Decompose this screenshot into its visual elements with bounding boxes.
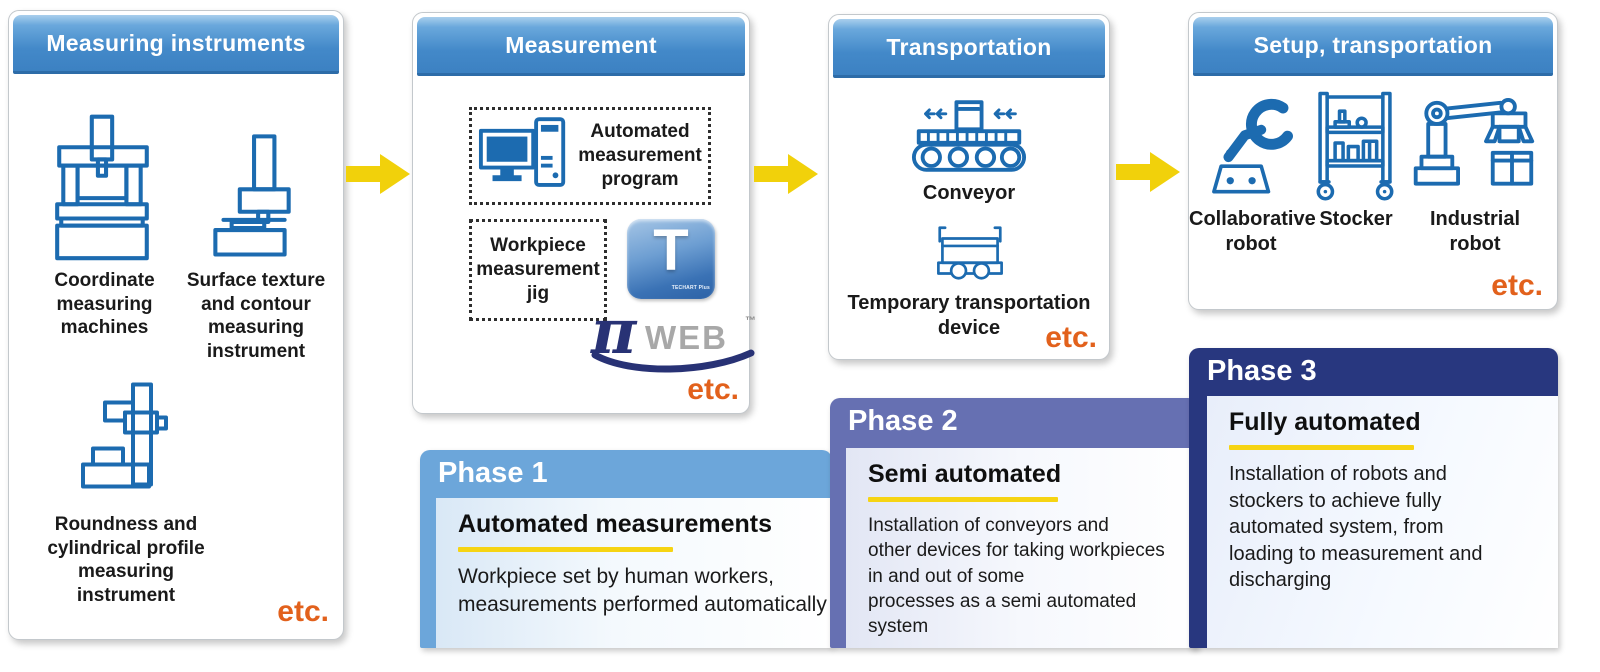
- phase-3-content: Fully automated Installation of robots a…: [1207, 396, 1558, 648]
- phase-1-content: Automated measurements Workpiece set by …: [436, 498, 832, 648]
- phase-1-heading: Automated measurements: [458, 510, 772, 538]
- panel-measuring-instruments: Measuring instruments Coordinate measuri…: [8, 10, 344, 640]
- etc-label: etc.: [277, 595, 329, 628]
- phase-2-box: Phase 2 Semi automated Installation of c…: [830, 398, 1198, 648]
- phase-2-heading: Semi automated: [868, 460, 1062, 488]
- conveyor-icon: [911, 97, 1027, 182]
- stocker-label: Stocker: [1319, 208, 1393, 230]
- t-caption: TECHART Plus: [671, 285, 710, 291]
- phase-3-box: Phase 3 Fully automated Installation of …: [1189, 348, 1558, 648]
- panel-measurement: Measurement Automated measurement progra…: [412, 12, 756, 414]
- phase-3-title: Phase 3: [1207, 355, 1317, 387]
- panel-measurement-header: Measurement: [417, 17, 745, 76]
- panel-setup-transportation: Setup, transportation: [1188, 12, 1558, 310]
- industrial-robot-label: Industrial robot: [1429, 208, 1520, 255]
- pi-glyph: π: [591, 295, 637, 368]
- arrow-shaft: [346, 166, 382, 182]
- panel-setup-transportation-header: Setup, transportation: [1193, 17, 1553, 76]
- panel-transportation-header: Transportation: [833, 19, 1105, 78]
- phase-1-title: Phase 1: [438, 457, 548, 489]
- yellow-underline: [1229, 445, 1414, 450]
- cart-icon: [933, 221, 1007, 292]
- yellow-underline: [868, 497, 1058, 502]
- cmm-icon: [47, 111, 159, 274]
- surface-texture-icon: [195, 129, 307, 272]
- workpiece-jig-box: Workpiece measurement jig: [469, 219, 607, 321]
- stocker-icon: [1313, 91, 1397, 208]
- phase-1-description: Workpiece set by human workers, measurem…: [458, 565, 827, 616]
- collaborative-robot-icon: [1203, 93, 1303, 208]
- flow-arrow-icon: [1116, 152, 1180, 192]
- workpiece-jig-label: Workpiece measurement jig: [476, 235, 600, 304]
- panel-measuring-instruments-header: Measuring instruments: [13, 15, 339, 74]
- flow-arrow-icon: [754, 154, 818, 194]
- phase-2-description: Installation of conveyors and other devi…: [868, 515, 1165, 638]
- arrow-shaft: [1116, 164, 1152, 180]
- arrow-head: [380, 154, 410, 194]
- temporary-transport-label: Temporary transportation device: [847, 292, 1091, 339]
- surface-texture-label: Surface texture and contour measuring in…: [186, 270, 326, 362]
- collaborative-robot-label: Collaborative robot: [1189, 208, 1316, 255]
- roundness-label: Roundness and cylindrical profile measur…: [47, 514, 205, 606]
- piweb-logo: π WEB ™: [589, 301, 757, 377]
- roundness-icon: [71, 379, 176, 516]
- automated-program-box: Automated measurement program: [469, 107, 711, 205]
- cmm-label: Coordinate measuring machines: [54, 270, 155, 339]
- industrial-robot-icon: [1407, 97, 1539, 206]
- yellow-underline: [458, 547, 673, 552]
- t-chart-app-icon: T TECHART Plus: [627, 219, 715, 299]
- arrow-head: [1150, 152, 1180, 192]
- etc-label: etc.: [1045, 321, 1097, 354]
- phase-3-description: Installation of robots and stockers to a…: [1229, 463, 1483, 592]
- t-glyph: T: [653, 218, 689, 283]
- etc-label: etc.: [1491, 269, 1543, 302]
- arrow-shaft: [754, 166, 790, 182]
- arrow-head: [788, 154, 818, 194]
- conveyor-label: Conveyor: [922, 182, 1016, 204]
- computer-icon: [478, 115, 570, 198]
- panel-transportation: Transportation Conveyor: [828, 14, 1110, 360]
- etc-label: etc.: [687, 373, 739, 406]
- trademark-symbol: ™: [745, 315, 756, 327]
- phase-2-title: Phase 2: [848, 405, 958, 437]
- automated-program-label: Automated measurement program: [578, 121, 702, 190]
- phase-3-heading: Fully automated: [1229, 408, 1421, 436]
- phase-2-content: Semi automated Installation of conveyors…: [846, 448, 1198, 648]
- flow-arrow-icon: [346, 154, 410, 194]
- phase-1-box: Phase 1 Automated measurements Workpiece…: [420, 450, 832, 648]
- piweb-swoosh: [591, 349, 755, 373]
- web-text: WEB: [645, 319, 728, 356]
